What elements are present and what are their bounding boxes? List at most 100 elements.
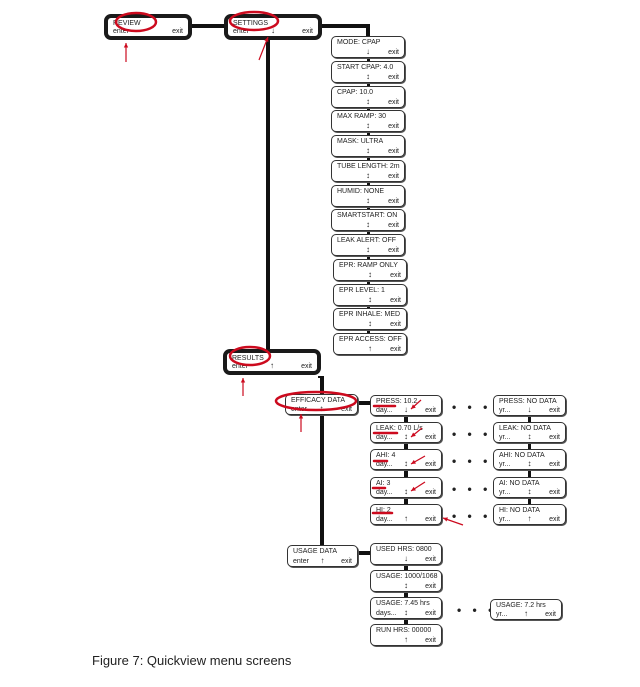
left-key-label: enter: [113, 28, 129, 35]
settings-item-screen[interactable]: LEAK ALERT: OFF↕exit: [331, 234, 405, 256]
scroll-arrow-icon: ↓: [404, 405, 408, 414]
scroll-arrow-icon: ↑: [270, 361, 274, 370]
screen-label: EPR ACCESS: OFF: [339, 336, 402, 343]
pointer-arrow-icon: [298, 414, 304, 432]
usage-screen[interactable]: USAGE: 1000/1068↕exit: [370, 570, 442, 592]
left-key-label: yr...: [499, 407, 511, 414]
screen-softkeys: ↕exit: [337, 146, 399, 155]
usage-screen[interactable]: RUN HRS: 00000↑exit: [370, 624, 442, 646]
exit-key-label: exit: [549, 434, 560, 442]
scroll-arrow-icon: ↕: [366, 121, 370, 131]
scroll-arrow-icon: ↕: [404, 608, 408, 617]
exit-key-label: exit: [425, 610, 436, 617]
scroll-arrow-icon: ↕: [527, 459, 532, 469]
screen-label: USAGE: 1000/1068: [376, 573, 438, 580]
connector-line: [320, 376, 324, 548]
screen-softkeys: ↑exit: [376, 635, 436, 644]
scroll-arrow-icon: ↓: [527, 405, 532, 414]
ellipsis: • • •: [452, 508, 492, 523]
screen-label: SMARTSTART: ON: [337, 212, 398, 220]
left-key-label: day...: [376, 488, 393, 496]
screen-softkeys: ↑exit: [339, 344, 401, 353]
settings-item-screen[interactable]: SMARTSTART: ON↕exit: [331, 209, 405, 232]
screen-label: MAX RAMP: 30: [337, 113, 387, 121]
pointer-arrow-icon: [123, 43, 129, 62]
settings-item-screen[interactable]: MASK: ULTRA↕exit: [331, 135, 405, 157]
exit-key-label: exit: [425, 461, 436, 469]
screen-softkeys: days...↕exit: [376, 608, 436, 617]
scroll-arrow-icon: ↕: [368, 269, 372, 279]
left-key-label: yr...: [499, 515, 511, 523]
scroll-arrow-icon: ↑: [320, 556, 325, 565]
screen-softkeys: enter↑exit: [232, 361, 312, 370]
settings-item-screen[interactable]: START CPAP: 4.0↕exit: [331, 60, 405, 83]
screen-softkeys: day...↓exit: [376, 405, 436, 414]
screen-label: START CPAP: 4.0: [337, 63, 394, 71]
screen-softkeys: yr...↕exit: [499, 487, 560, 496]
exit-key-label: exit: [425, 407, 436, 414]
screen-label: LEAK ALERT: OFF: [337, 237, 397, 244]
screen-label: RUN HRS: 00000: [376, 627, 432, 634]
screen-softkeys: ↕exit: [339, 295, 401, 304]
exit-key-label: exit: [388, 222, 399, 230]
figure-caption: Figure 7: Quickview menu screens: [92, 653, 292, 668]
settings-item-screen[interactable]: EPR LEVEL: 1↕exit: [333, 283, 407, 306]
settings-item-screen[interactable]: HUMID: NONE↕exit: [331, 184, 405, 207]
scroll-arrow-icon: ↕: [404, 486, 408, 496]
scroll-arrow-icon: ↕: [366, 170, 370, 180]
screen-softkeys: enter↓exit: [233, 26, 313, 35]
screen-softkeys: ↕exit: [337, 121, 399, 130]
scroll-arrow-icon: ↕: [366, 71, 370, 81]
screen-label: EPR INHALE: MED: [339, 311, 401, 319]
screen-label: PRESS: 10.2: [376, 398, 418, 405]
settings-item-screen[interactable]: CPAP: 10.0↕exit: [331, 85, 405, 108]
scroll-arrow-icon: ↑: [404, 635, 408, 644]
scroll-arrow-icon: ↕: [366, 146, 370, 155]
usage-screen[interactable]: USED HRS: 0800↓exit: [370, 543, 442, 565]
screen-softkeys: ↕exit: [337, 220, 399, 229]
scroll-arrow-icon: ↕: [527, 486, 532, 496]
exit-key-label: exit: [302, 28, 313, 35]
settings-item-screen[interactable]: MAX RAMP: 30↕exit: [331, 110, 405, 133]
screen-label: HI: NO DATA: [499, 506, 540, 514]
screen-softkeys: yr...↑exit: [496, 609, 556, 618]
screen-softkeys: ↕exit: [337, 196, 399, 205]
exit-key-label: exit: [549, 488, 560, 496]
scroll-arrow-icon: ↕: [366, 245, 370, 254]
settings-item-screen[interactable]: EPR INHALE: MED↕exit: [333, 308, 407, 331]
exit-key-label: exit: [341, 558, 352, 565]
settings-item-screen[interactable]: MODE: CPAP↓exit: [331, 36, 405, 58]
screen-label: LEAK: NO DATA: [499, 425, 551, 433]
settings-item-screen[interactable]: EPR: RAMP ONLY↕exit: [333, 258, 407, 281]
exit-key-label: exit: [549, 461, 560, 469]
screen-label: LEAK: 0.70 L/s: [376, 425, 423, 433]
screen-softkeys: day...↕exit: [376, 459, 436, 468]
scroll-arrow-icon: ↑: [524, 609, 528, 618]
settings-item-screen[interactable]: TUBE LENGTH: 2m↕exit: [331, 159, 405, 182]
scroll-arrow-icon: ↕: [404, 432, 408, 442]
exit-key-label: exit: [425, 583, 436, 590]
settings-item-screen[interactable]: EPR ACCESS: OFF↑exit: [333, 333, 407, 355]
exit-key-label: exit: [425, 515, 436, 523]
screen-label: MODE: CPAP: [337, 39, 381, 46]
screen-softkeys: ↕exit: [376, 581, 436, 590]
